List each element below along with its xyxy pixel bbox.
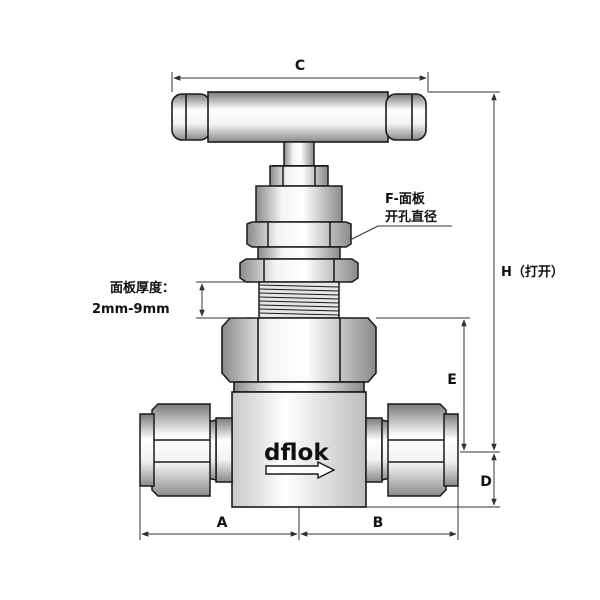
dim-label-a: A: [217, 515, 228, 531]
panel-thickness-label-2: 2mm-9mm: [92, 302, 170, 317]
panel-thickness-label-1: 面板厚度：: [110, 280, 175, 296]
valve-body: [231, 391, 367, 508]
handle-grip-right: [385, 93, 427, 141]
fitting-left: [139, 403, 233, 497]
thread-line: [258, 284, 340, 288]
handle-bar: [207, 91, 389, 143]
handle: [171, 91, 427, 143]
hex-nut: [221, 317, 377, 393]
dim-label-d: D: [480, 474, 492, 490]
thread-line: [258, 288, 340, 292]
thread-line: [258, 292, 340, 296]
dim-label-h: H（打开）: [501, 264, 564, 280]
panel-thread: [258, 281, 340, 319]
thread-line: [258, 308, 340, 312]
dimension-lines: [139, 72, 500, 540]
dim-label-e: E: [447, 372, 457, 388]
fitting-right: [365, 403, 459, 497]
bonnet: [239, 185, 359, 319]
thread-line: [258, 312, 340, 316]
packing-nut: [269, 165, 329, 187]
fitting-right-nut: [387, 403, 447, 497]
thread-line: [258, 300, 340, 304]
dim-label-b: B: [373, 515, 384, 531]
flow-direction-arrow-icon: [265, 460, 336, 480]
panel-nut-upper: [246, 221, 352, 248]
thread-line: [258, 296, 340, 300]
thread-line: [258, 304, 340, 308]
panel-hole-label-1: F-面板: [385, 191, 426, 207]
stem: [269, 141, 329, 187]
dim-label-c: C: [295, 58, 305, 74]
panel-hole-label-2: 开孔直径: [385, 209, 437, 225]
fitting-left-nut: [151, 403, 211, 497]
handle-grip-left: [171, 93, 211, 141]
panel-nut-lower: [239, 258, 359, 283]
